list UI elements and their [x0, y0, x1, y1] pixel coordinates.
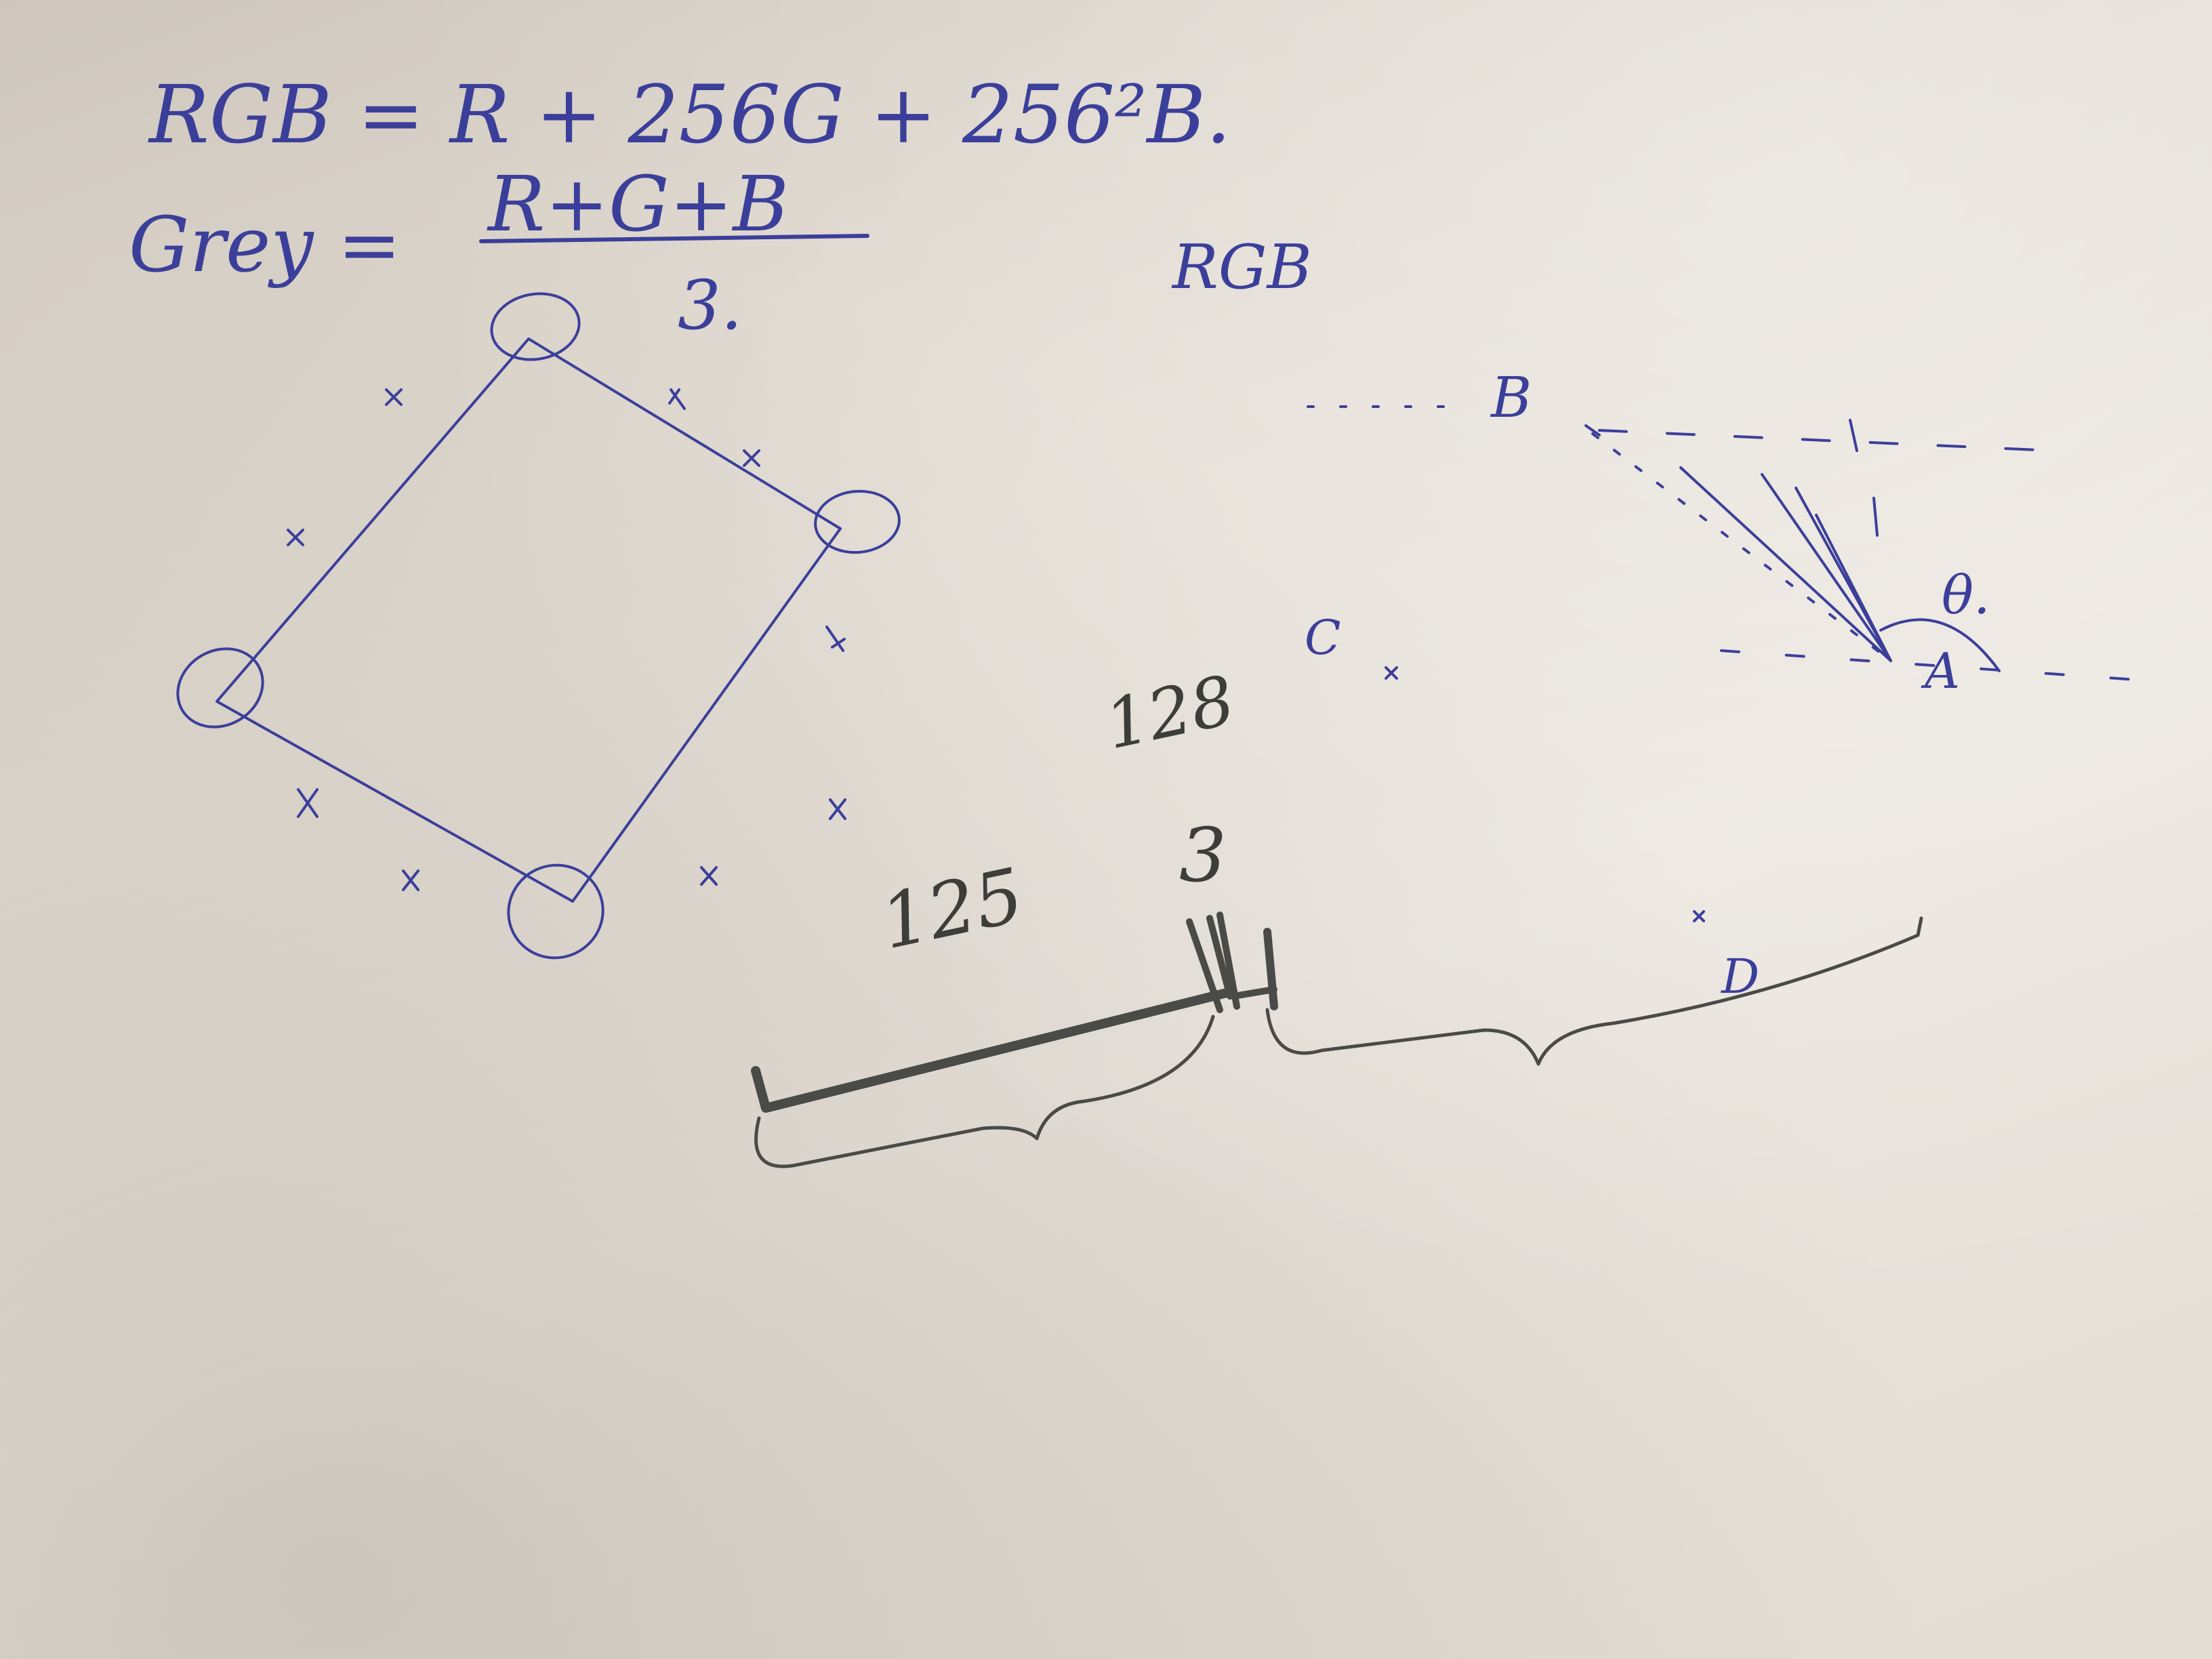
x-mark — [829, 798, 846, 820]
x-mark — [1385, 666, 1398, 680]
pencil-128: 128 — [1099, 660, 1242, 764]
pencil-scale — [751, 912, 1923, 1168]
pencil-tick-right — [1263, 928, 1278, 1010]
x-marks — [287, 388, 1705, 922]
square-figure — [176, 292, 901, 960]
x-mark — [402, 869, 419, 891]
x-mark — [385, 388, 403, 406]
dashed-line-bottom — [1720, 649, 2156, 682]
x-mark — [1693, 910, 1705, 922]
formula-rgb-text: RGB = R + 256G + 256²B. — [148, 68, 1231, 161]
dashed-line-top — [1598, 429, 2055, 452]
formula-grey-denominator: 3. — [678, 266, 742, 345]
dotted-ray-outer — [1591, 432, 1892, 662]
tick-mark — [1872, 497, 1879, 537]
formula-grey-label: Grey = — [129, 201, 401, 289]
fraction-bar — [479, 234, 869, 243]
corner-circle-left — [176, 647, 264, 729]
pencil-125: 125 — [874, 852, 1031, 966]
pencil-brace-right — [1265, 916, 1923, 1066]
ray-start-mark — [1584, 424, 1601, 436]
corner-circle-bottom — [507, 863, 605, 960]
label-c: C — [1305, 610, 1341, 665]
ray-4 — [1815, 514, 1892, 662]
tick-mark — [1849, 419, 1858, 452]
label-a: A — [1921, 642, 1960, 699]
angle-arc — [1879, 618, 2001, 672]
x-mark — [287, 529, 304, 546]
x-mark — [297, 788, 319, 818]
ray-1 — [1679, 466, 1892, 662]
pencil-ticks-left — [1186, 912, 1240, 1013]
corner-circle-right — [814, 489, 901, 554]
dotted-lines — [1307, 405, 2156, 682]
label-theta: θ. — [1942, 565, 1990, 626]
corner-circle-top — [490, 292, 581, 361]
pencil-bar — [751, 988, 1231, 1113]
pencil-gap — [1230, 986, 1277, 1000]
rgb-label: RGB — [1171, 232, 1312, 303]
ray-2 — [1761, 473, 1892, 662]
x-mark — [668, 388, 686, 410]
label-b: B — [1490, 366, 1532, 430]
formula-grey-numerator: R+G+B — [487, 161, 789, 249]
rays — [1584, 419, 2001, 672]
pencil-brace-left — [754, 1015, 1215, 1168]
pencil-3: 3 — [1179, 812, 1227, 899]
x-mark — [700, 866, 718, 886]
x-mark — [743, 449, 760, 467]
x-mark — [825, 626, 846, 652]
square-outline — [216, 337, 842, 903]
